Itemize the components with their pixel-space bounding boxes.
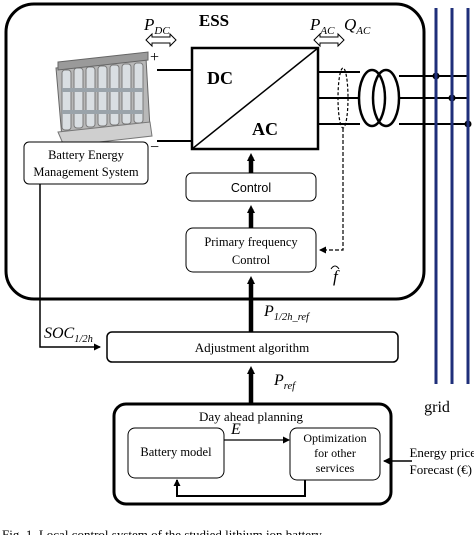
ess-container — [4, 2, 426, 301]
p-ac-double-arrow — [313, 32, 345, 48]
control-label: Control — [231, 181, 271, 195]
ac-wires — [318, 71, 360, 125]
grid-connection-lines — [399, 75, 468, 125]
frequency-hat — [330, 265, 340, 270]
primary-frequency-line2: Control — [232, 253, 271, 267]
figure-caption: Fig. 1. Local control system of the stud… — [2, 527, 322, 535]
grid-label: grid — [424, 399, 450, 416]
optimization-feedback-loop — [173, 479, 306, 497]
p-ref-label: Pref — [273, 372, 297, 392]
optimization-box — [289, 427, 381, 481]
p-dc-double-arrow — [145, 32, 177, 48]
q-ac-label: QAC — [344, 15, 371, 37]
soc-label: SOC1/2h — [44, 325, 93, 345]
converter-ac-label: AC — [252, 119, 278, 139]
optimization-line2: for other — [314, 446, 356, 460]
transformer-symbol — [357, 68, 401, 128]
p-half-hour-ref-label: P1/2h_ref — [263, 303, 311, 323]
bems-box — [23, 141, 149, 185]
converter-diagonal — [191, 47, 319, 150]
forecast-line2: Forecast (€) — [410, 462, 472, 477]
converter-dc-label: DC — [207, 68, 233, 88]
energy-label: E — [230, 421, 241, 438]
optimization-line1: Optimization — [303, 431, 366, 445]
battery-pack-image — [55, 51, 153, 147]
frequency-feedback-line — [319, 128, 344, 254]
optimization-line3: services — [316, 461, 355, 475]
adjustment-algorithm-box — [106, 331, 399, 363]
soc-signal-line — [39, 184, 101, 351]
primary-frequency-line1: Primary frequency — [204, 235, 298, 249]
day-ahead-planning-title: Day ahead planning — [199, 409, 303, 424]
bems-line1: Battery Energy — [48, 148, 125, 162]
battery-model-label: Battery model — [140, 445, 212, 459]
bems-line2: Management System — [33, 165, 138, 179]
frequency-label: f — [333, 267, 340, 286]
p-ac-label: PAC — [309, 15, 335, 37]
ess-title: ESS — [199, 11, 229, 30]
adjustment-algorithm-label: Adjustment algorithm — [195, 340, 309, 355]
p-dc-label: PDC — [143, 15, 170, 37]
battery-model-box — [127, 427, 225, 479]
battery-minus-sign: − — [150, 139, 159, 156]
grid-busbars — [434, 8, 470, 384]
forecast-line1: Energy price — [409, 445, 474, 460]
battery-plus-sign: + — [150, 49, 159, 66]
